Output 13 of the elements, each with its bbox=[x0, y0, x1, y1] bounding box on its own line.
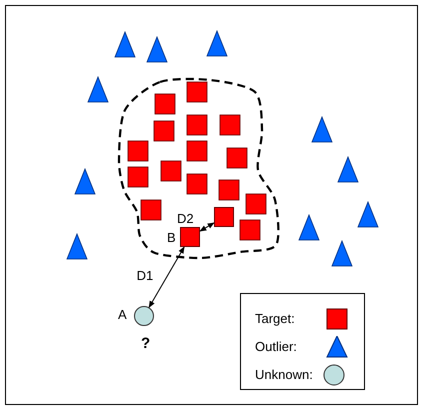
edge-label: D2 bbox=[177, 212, 194, 225]
distance-arrow bbox=[199, 222, 215, 232]
distance-arrow bbox=[148, 246, 185, 308]
legend-label: Outlier: bbox=[255, 340, 297, 353]
unknown-circle bbox=[134, 306, 154, 326]
edge-label: D1 bbox=[136, 269, 154, 282]
question-mark: ? bbox=[141, 336, 150, 351]
target-square bbox=[214, 207, 234, 227]
target-square bbox=[180, 227, 200, 247]
point-label: B bbox=[167, 231, 176, 244]
point-label: A bbox=[118, 308, 127, 321]
legend-label: Target: bbox=[255, 312, 295, 325]
legend-label: Unknown: bbox=[255, 368, 313, 381]
